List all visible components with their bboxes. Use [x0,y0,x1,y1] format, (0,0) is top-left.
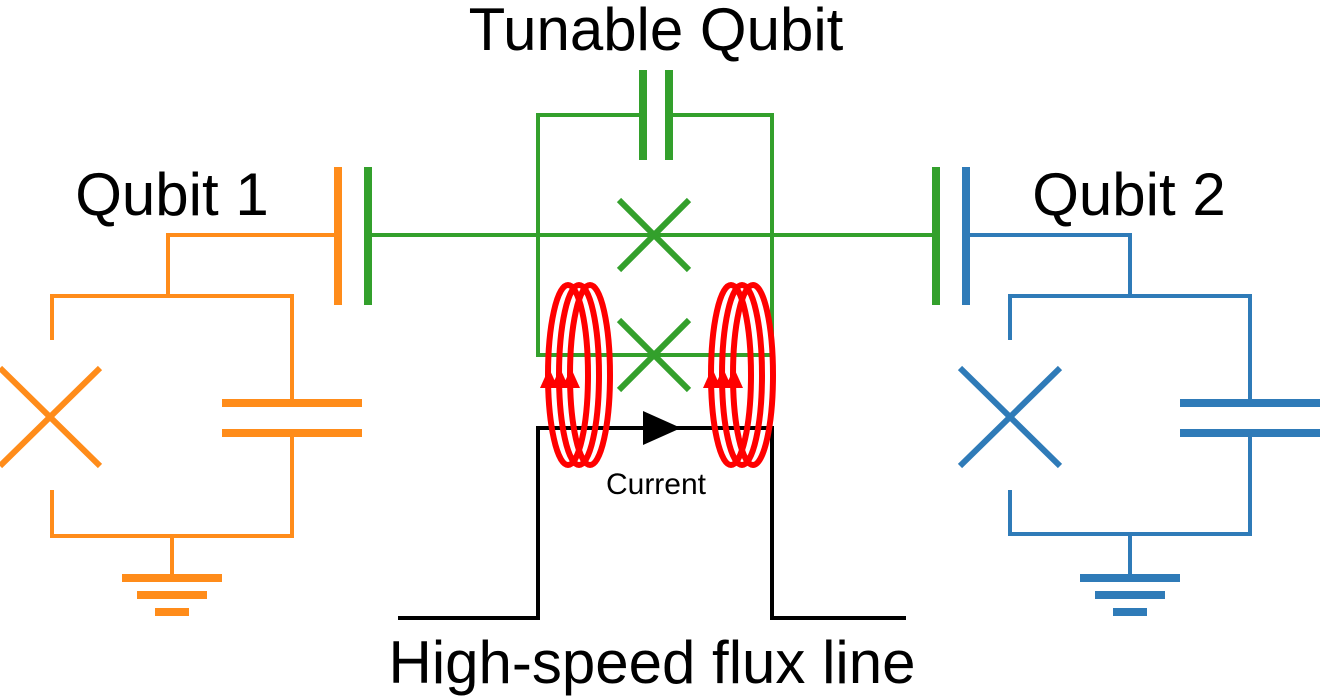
qubit-1-josephson-junction-icon [0,365,103,469]
tunable-upper-josephson-junction-icon [616,197,692,273]
tunable-capacitor-icon [639,70,673,160]
qubit-2-capacitor-icon [1180,399,1320,437]
tunable-lower-josephson-junction-icon [616,317,692,393]
current-direction-arrow-icon [643,411,681,445]
qubit-2-capacitor-gap [1228,403,1272,433]
qubit-1-coupling-wire [166,233,334,296]
qubit-1-capacitor-icon [222,399,362,437]
flux-line-wire [398,426,906,620]
qubit-1-capacitor-gap [270,403,314,433]
flux-line-label: High-speed flux line [389,629,916,696]
tunable-capacitor-gap [643,110,669,120]
qubit-1-label: Qubit 1 [75,161,268,228]
qubit-2-label: Qubit 2 [1032,161,1225,228]
tunable-qubit-label: Tunable Qubit [469,0,844,63]
tunable-outer-loop [536,113,774,235]
qubit-1-loop [50,294,294,538]
current-label: Current [606,468,707,501]
qubit-2-josephson-junction-icon [957,365,1063,469]
qubit-1-ground-icon [122,536,222,616]
qubit-1-circuit [0,167,362,616]
tunable-qubit-circuit [364,70,940,393]
qubit-2-ground-icon [1080,534,1180,616]
left-flux-coil-arrows-icon [540,368,580,388]
qubit-2-loop [1008,294,1252,536]
right-flux-coil-arrows-icon [703,368,743,388]
flux-line [398,411,906,620]
qubit-2-circuit [957,167,1320,616]
qubit-2-coupling-wire [966,233,1132,296]
